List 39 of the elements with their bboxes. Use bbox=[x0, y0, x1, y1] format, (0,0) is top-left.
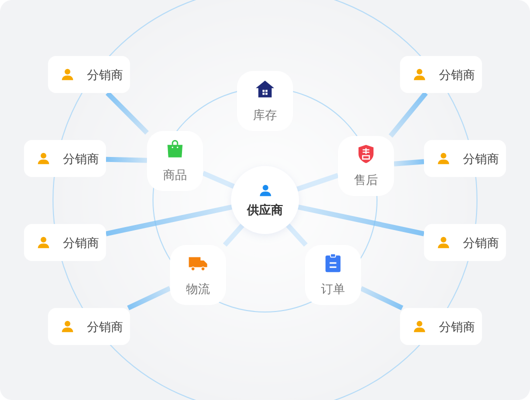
feature-card bbox=[305, 245, 361, 305]
beam-connector bbox=[360, 286, 404, 310]
node-label: 分销商 bbox=[87, 66, 123, 82]
beam-connector bbox=[105, 204, 232, 236]
partner-card bbox=[424, 224, 506, 261]
node-label: 售后 bbox=[354, 172, 378, 188]
feature-card bbox=[147, 131, 203, 191]
beam-connector bbox=[296, 173, 339, 192]
beam-connector bbox=[106, 91, 149, 135]
node-label: 分销商 bbox=[439, 66, 475, 82]
node-label: 分销商 bbox=[439, 318, 475, 334]
partner-card bbox=[400, 56, 482, 93]
partner-card bbox=[400, 308, 482, 345]
beam-connector bbox=[298, 204, 425, 236]
node-label: 订单 bbox=[321, 281, 345, 297]
beam-connector bbox=[106, 156, 148, 163]
beam-connector bbox=[222, 224, 244, 247]
beam-connector bbox=[202, 170, 235, 189]
node-label: 分销商 bbox=[87, 318, 123, 334]
node-label: 分销商 bbox=[63, 234, 99, 250]
beam-connector bbox=[127, 286, 172, 310]
node-label: 分销商 bbox=[463, 234, 499, 250]
node-label: 商品 bbox=[163, 167, 187, 183]
partner-card bbox=[48, 56, 130, 93]
node-label: 供应商 bbox=[247, 202, 283, 218]
beam-connector bbox=[388, 91, 428, 138]
feature-card bbox=[237, 71, 293, 131]
node-label: 物流 bbox=[186, 281, 210, 297]
partner-card bbox=[24, 224, 106, 261]
feature-card bbox=[170, 245, 226, 305]
feature-card bbox=[338, 136, 394, 196]
node-label: 分销商 bbox=[63, 150, 99, 166]
partner-card bbox=[24, 140, 106, 177]
beam-connector bbox=[286, 224, 308, 247]
partner-card bbox=[48, 308, 130, 345]
node-label: 库存 bbox=[253, 107, 277, 123]
partner-card bbox=[424, 140, 506, 177]
beam-connector bbox=[394, 159, 424, 166]
node-label: 分销商 bbox=[463, 150, 499, 166]
